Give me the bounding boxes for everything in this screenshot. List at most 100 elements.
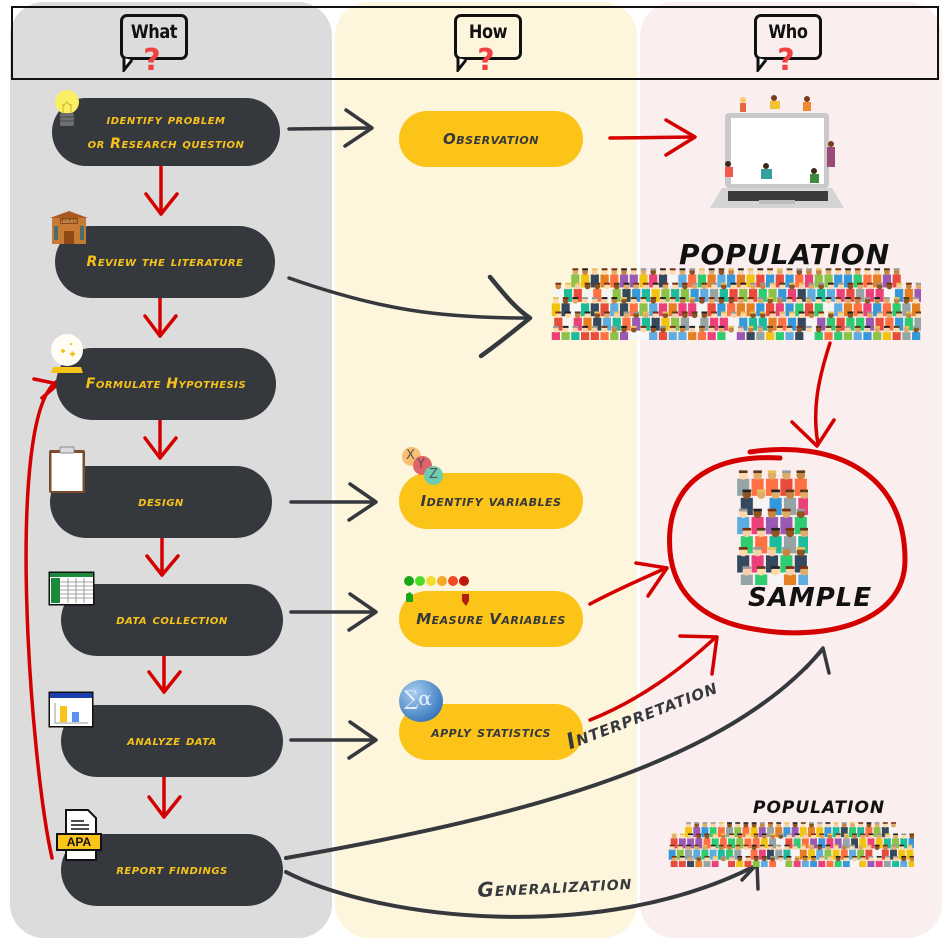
crowd-person (814, 268, 823, 288)
crowd-person (658, 268, 668, 288)
crowd-person (908, 833, 914, 849)
what-label: What (130, 21, 178, 43)
crowd-person (787, 311, 797, 331)
sample-group-image (736, 470, 808, 585)
crowd-person (777, 833, 785, 849)
crowd-person (610, 297, 619, 317)
crowd-person (756, 297, 765, 317)
spreadsheet-icon (48, 571, 95, 606)
crowd-person (750, 844, 758, 860)
crowd-person (798, 489, 808, 516)
crowd-person (865, 282, 874, 302)
crowd-person (859, 855, 867, 867)
crowd-person (769, 855, 776, 867)
crowd-person (726, 822, 733, 838)
step-formulate-hypothesis[interactable]: Formulate Hypothesis (56, 348, 276, 420)
bubble-tail-icon (122, 58, 134, 72)
crowd-person (883, 833, 891, 849)
crowd-person (629, 268, 638, 288)
crowd-person (795, 297, 804, 317)
method-label: apply statistics (431, 723, 551, 741)
crowd-person (695, 855, 703, 867)
crowd-person (814, 325, 823, 340)
document-icon (56, 809, 102, 861)
crowd-person (892, 297, 901, 317)
apa-document-icon: APA (56, 808, 102, 862)
crowd-person (561, 325, 570, 340)
crowd-person (668, 268, 677, 288)
crowd-person (867, 855, 875, 867)
crowd-person (700, 282, 709, 302)
step-analyze-data[interactable]: analyze data (61, 705, 283, 777)
crowd-person (892, 833, 899, 849)
crowd-person (693, 844, 701, 860)
crowd-person (807, 311, 816, 331)
crowd-person (563, 282, 573, 302)
method-measure-variables[interactable]: Measure Variables (399, 591, 583, 647)
crowd-person (701, 844, 709, 860)
crowd-person (851, 855, 858, 867)
crowd-person (785, 297, 794, 317)
crowd-person (651, 311, 660, 331)
crowd-person (799, 844, 807, 860)
x-letter: X (406, 448, 415, 463)
crowd-person (697, 297, 707, 317)
crowd-person (563, 311, 573, 331)
crowd-person (826, 855, 834, 867)
crowd-person (703, 855, 711, 867)
population-small-label: POPULATION (753, 798, 886, 818)
crowd-person (746, 297, 755, 317)
crowd-person (668, 297, 677, 317)
crowd-person (834, 833, 842, 849)
crowd-person (808, 844, 815, 860)
step-data-collection[interactable]: data collection (61, 584, 283, 656)
step-label-line2: or Research question (87, 136, 245, 152)
how-label: How (468, 21, 508, 43)
crowd-person (709, 844, 717, 860)
crowd-person (580, 268, 590, 288)
crowd-person (658, 297, 668, 317)
apa-label: APA (66, 835, 92, 849)
crowd-person (649, 268, 658, 288)
crowd-person (875, 282, 884, 302)
step-identify-problem[interactable]: identify problem or Research question (52, 98, 280, 166)
crowd-person (791, 844, 799, 860)
crowd-person (785, 325, 794, 340)
online-observation-laptop-icon (710, 95, 844, 208)
crowd-person (914, 311, 921, 331)
crowd-person (756, 325, 765, 340)
crowd-person (801, 833, 809, 849)
crowd-person (765, 297, 775, 317)
crowd-person (600, 325, 609, 340)
crowd-person (750, 822, 758, 838)
crowd-person (728, 855, 735, 867)
step-label-line1: identify problem (106, 112, 226, 128)
step-design[interactable]: design (50, 466, 272, 538)
crowd-person (760, 855, 768, 867)
crowd-person (836, 311, 845, 331)
bar-chart-icon (48, 691, 94, 728)
speech-bubble-icon (454, 14, 522, 60)
step-review-literature[interactable]: Review the literature (55, 226, 275, 298)
crowd-person (619, 297, 629, 317)
crowd-person (619, 268, 629, 288)
crowd-person (729, 311, 738, 331)
crowd-person (799, 822, 807, 838)
who-header: Who ? (746, 12, 824, 76)
crowd-person (810, 833, 817, 849)
sample-label: SAMPLE (748, 583, 873, 613)
crowd-person (842, 833, 850, 849)
statistics-sigma-icon: ∑α (399, 680, 443, 722)
crowd-person (797, 311, 806, 331)
crowd-person (859, 833, 867, 849)
crowd-person (775, 297, 784, 317)
crowd-person (768, 311, 777, 331)
crowd-person (571, 268, 580, 288)
crowd-person (573, 282, 582, 302)
method-observation[interactable]: Observation (399, 111, 583, 167)
crowd-person (843, 297, 853, 317)
crowd-person (744, 855, 752, 867)
crowd-person (746, 325, 755, 340)
crowd-person (834, 325, 843, 340)
crowd-person (755, 566, 768, 585)
